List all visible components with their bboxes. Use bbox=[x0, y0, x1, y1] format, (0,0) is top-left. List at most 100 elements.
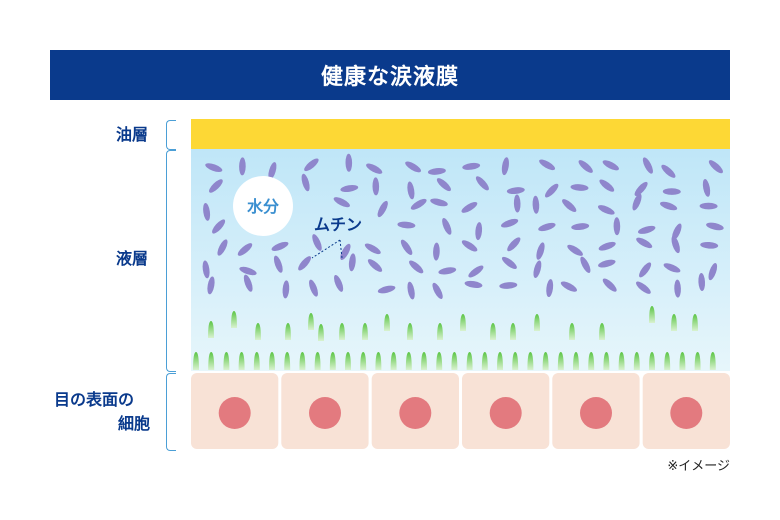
mucin-leaf bbox=[602, 160, 619, 171]
oil-layer-bracket bbox=[166, 120, 176, 150]
mucin-leaf bbox=[407, 181, 415, 200]
mucin-leaf bbox=[203, 202, 211, 221]
mucin-leaf bbox=[475, 176, 489, 191]
mucin-leaf bbox=[706, 222, 724, 231]
cilium bbox=[421, 352, 427, 370]
mucin-pointer-left bbox=[311, 239, 341, 259]
mucin-leaf bbox=[708, 263, 718, 281]
mucin-leaf bbox=[562, 199, 577, 213]
mucin-leaf bbox=[662, 188, 681, 195]
cilium bbox=[460, 314, 466, 331]
mucin-leaf bbox=[538, 222, 556, 232]
mucin-leaf bbox=[506, 187, 525, 195]
cilium bbox=[497, 352, 503, 370]
mucin-leaf bbox=[243, 274, 253, 292]
cell-layer-bg bbox=[191, 371, 730, 451]
mucin-leaf bbox=[410, 198, 427, 210]
cilium bbox=[362, 323, 368, 340]
mucin-leaf bbox=[364, 243, 381, 255]
mucin-leaf bbox=[674, 279, 681, 298]
mucin-leaf bbox=[598, 259, 616, 268]
mucin-leaf bbox=[700, 241, 719, 249]
mucin-leaf bbox=[663, 263, 681, 273]
cilium bbox=[709, 352, 716, 370]
cilium bbox=[692, 314, 698, 331]
mucin-leaf bbox=[366, 163, 383, 174]
cell-nucleus bbox=[309, 397, 341, 429]
mucin-leaf bbox=[309, 279, 318, 297]
mucin-leaf bbox=[205, 163, 223, 172]
cilium bbox=[223, 352, 230, 370]
cilium bbox=[510, 323, 516, 340]
cilium bbox=[679, 352, 686, 370]
mucin-leaf bbox=[634, 181, 648, 196]
cilium bbox=[390, 352, 397, 370]
liquid-layer-label: 液層 bbox=[116, 249, 149, 268]
cilium bbox=[360, 352, 367, 370]
mucin-leaf bbox=[599, 179, 615, 192]
water-bubble bbox=[233, 176, 293, 236]
water-label: 水分 bbox=[247, 197, 279, 216]
cilium bbox=[345, 352, 351, 370]
mucin-leaf bbox=[377, 200, 388, 218]
cilium bbox=[466, 352, 473, 370]
mucin-leaf bbox=[702, 179, 711, 197]
cilium bbox=[318, 324, 324, 341]
cilium bbox=[231, 311, 237, 328]
mucin-leaf bbox=[405, 161, 421, 173]
cilium bbox=[542, 352, 549, 370]
mucin-leaf bbox=[462, 162, 481, 170]
cilium bbox=[534, 314, 540, 331]
cilium bbox=[285, 323, 291, 340]
mucin-leaf bbox=[273, 255, 283, 273]
cilium bbox=[339, 323, 345, 340]
mucin-leaf bbox=[367, 259, 383, 272]
cilium bbox=[649, 352, 655, 370]
mucin-leaf bbox=[304, 158, 319, 172]
mucin-leaf bbox=[632, 193, 642, 211]
mucin-leaf bbox=[545, 183, 559, 198]
mucin-leaf bbox=[638, 225, 656, 234]
cilium bbox=[599, 323, 605, 340]
cilium bbox=[664, 352, 671, 370]
mucin-leaf bbox=[698, 273, 706, 291]
mucin-leaf bbox=[475, 222, 483, 241]
mucin-leaf bbox=[334, 274, 344, 292]
mucin-leaf bbox=[499, 282, 518, 289]
mucin-leaf bbox=[536, 242, 545, 260]
mucin-leaf bbox=[464, 280, 483, 288]
mucin-leaf bbox=[513, 194, 521, 213]
cell-nucleus bbox=[399, 397, 432, 429]
mucin-leaf bbox=[432, 282, 443, 299]
mucin-leaf bbox=[570, 184, 589, 191]
cilium bbox=[299, 352, 306, 370]
mucin-leaf bbox=[312, 234, 322, 251]
cilium bbox=[208, 352, 215, 370]
mucin-leaf bbox=[433, 242, 440, 261]
mucin-leaf bbox=[397, 221, 416, 229]
mucin-leaf bbox=[699, 202, 718, 210]
mucin-leaf bbox=[438, 267, 457, 275]
mucin-leaf bbox=[580, 256, 591, 273]
cilium bbox=[490, 323, 496, 340]
cilium bbox=[329, 352, 336, 370]
cells-bracket bbox=[166, 373, 176, 451]
mucin-leaf bbox=[567, 244, 583, 256]
cilium bbox=[573, 352, 579, 370]
mucin-leaf bbox=[539, 159, 556, 171]
mucin-leaf bbox=[442, 218, 452, 235]
cells-label-line2: 細胞 bbox=[118, 414, 151, 433]
mucin-leaf bbox=[271, 241, 289, 251]
cilium bbox=[375, 352, 382, 370]
cilium bbox=[649, 306, 655, 323]
mucin-leaf bbox=[507, 237, 521, 252]
mucin-leaf bbox=[671, 235, 680, 254]
mucin-leaf bbox=[282, 280, 290, 299]
cilium bbox=[436, 352, 443, 370]
mucin-leaf bbox=[598, 241, 616, 251]
mucin-leaf bbox=[501, 157, 509, 176]
mucin-leaf bbox=[461, 201, 478, 213]
cell-nucleus bbox=[489, 397, 522, 429]
